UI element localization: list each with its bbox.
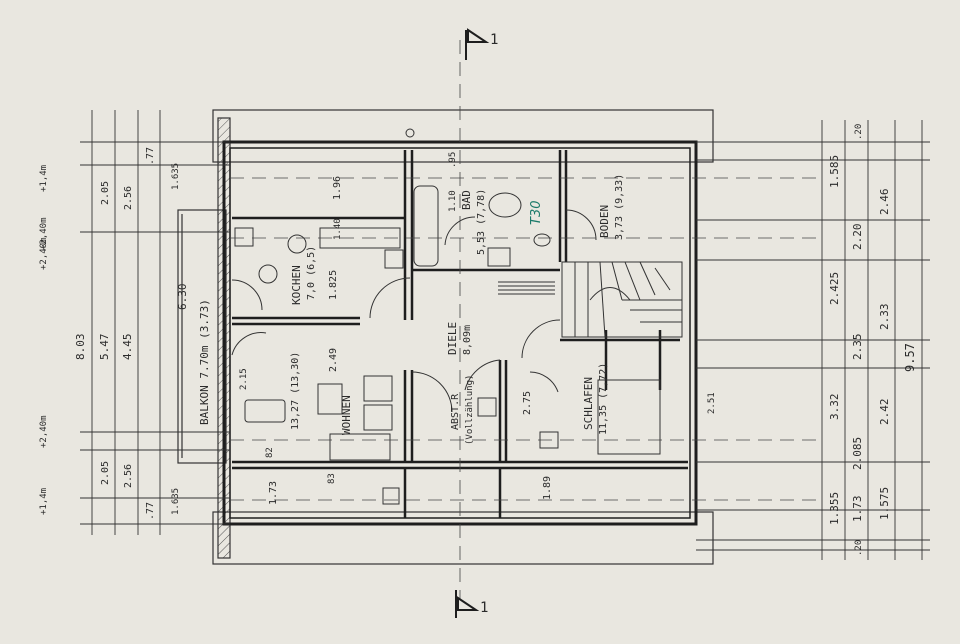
balcony: [177, 209, 227, 464]
dim-right-col3: 2.46: [878, 189, 891, 216]
staircase: [498, 261, 683, 338]
dimension-grid: [80, 110, 930, 560]
bathtub: [413, 185, 439, 267]
fixtures: [234, 128, 661, 505]
dim-left-small: .77: [145, 147, 156, 165]
room-area-diele: 8,09m: [462, 325, 473, 355]
wc-box: [487, 247, 511, 267]
armchair: [363, 404, 393, 431]
dim-right-total: 9.57: [903, 343, 917, 372]
fire-door-t30-label: T30: [529, 201, 544, 225]
roof-outline: [212, 109, 714, 565]
level-mark: +2,40m: [39, 217, 49, 250]
armchair: [317, 383, 343, 415]
dim-left-small: 2.56: [123, 464, 134, 488]
dim-right-col1: 2.425: [828, 272, 841, 305]
dim-internal: 1.40: [333, 218, 343, 240]
dim-right-col2: 2.35: [851, 334, 864, 361]
section-label-bottom: 1: [480, 600, 488, 616]
dim-right-col1: 1.355: [828, 492, 841, 525]
section-label-top: 1: [490, 32, 498, 48]
room-label-kochen: KOCHEN: [290, 265, 303, 305]
kitchen-sink: [258, 264, 278, 284]
dim-left-inner: 4.45: [121, 334, 134, 361]
dim-left-small: 2.05: [100, 181, 111, 205]
armchair: [363, 375, 393, 402]
dim-right-col2: .20: [854, 124, 864, 140]
dim-left-mid: 5.47: [98, 334, 111, 361]
dim-internal: 1.10: [448, 190, 458, 212]
dim-internal: 83: [327, 473, 337, 484]
dim-internal: .95: [448, 152, 458, 168]
dim-internal: 2.51: [707, 392, 717, 414]
dim-left-small: 2.56: [123, 186, 134, 210]
section-marker-bottom: [455, 590, 480, 618]
storage-box: [382, 487, 400, 505]
dim-left-small: 1.635: [171, 163, 181, 190]
dim-internal: 2.15: [239, 368, 249, 390]
room-label-boden: BODEN: [598, 205, 611, 238]
section-marker-top: [465, 28, 490, 60]
room-label-abst: ABST.R: [450, 393, 461, 430]
room-area-boden: 3,73 (9,33): [614, 174, 625, 240]
dim-right-col3: 2.42: [878, 399, 891, 426]
washer: [477, 397, 497, 417]
sofa: [329, 433, 391, 461]
dim-right-col2: 2.085: [851, 437, 864, 470]
level-mark: +1,4m: [39, 488, 49, 515]
bed: [597, 379, 661, 455]
dim-left-small: 1.635: [171, 488, 181, 515]
dim-right-col3: 1.575: [878, 487, 891, 520]
kitchen-cabinet: [234, 227, 254, 247]
room-label-diele: DIELE: [446, 322, 459, 355]
dim-right-col3: 2.33: [878, 304, 891, 331]
dim-right-col2: 2.20: [851, 224, 864, 251]
dim-internal: 1.73: [268, 481, 279, 505]
room-area-bad: 5,53 (7,78): [476, 189, 487, 255]
toilet: [533, 233, 551, 247]
side-table: [244, 399, 286, 423]
room-label-schlafen: SCHLAFEN: [582, 377, 595, 430]
sink: [488, 192, 522, 218]
door-swings: [231, 209, 597, 413]
room-label-bad: BAD: [460, 190, 473, 210]
dim-right-col1: 1.585: [828, 155, 841, 188]
dim-right-col1: 3.32: [828, 394, 841, 421]
dim-left-outer: 8.03: [74, 334, 87, 361]
level-mark: +1,4m: [39, 165, 49, 192]
stove-burner: [287, 234, 307, 254]
dim-internal: 82: [265, 447, 275, 458]
dim-internal: 1.825: [328, 270, 339, 300]
dim-internal: 2.49: [328, 348, 339, 372]
room-area-kochen: 7,0 (6,5): [306, 246, 317, 300]
room-label-balkon: BALKON 7.70m (3.73): [198, 299, 211, 425]
room-area-abst: (Vollzählung): [465, 375, 475, 445]
room-area-schlafen: 11,35 (7,72): [598, 363, 609, 435]
dim-right-col2: .20: [854, 540, 864, 556]
level-mark: +2,40m: [39, 237, 49, 270]
room-label-wohnen: WOHNEN: [340, 395, 353, 435]
dim-right-col2: 1.73: [851, 496, 864, 523]
dim-internal: 1.89: [542, 476, 553, 500]
chimney: [405, 128, 415, 138]
section-guides: [230, 40, 820, 600]
dim-left-outer: 6.30: [176, 284, 189, 311]
dim-internal: 1.96: [332, 176, 343, 200]
dim-left-small: 2.05: [100, 461, 111, 485]
fridge: [384, 249, 404, 269]
level-mark: +2,40m: [39, 415, 49, 448]
dim-internal: 2.75: [522, 391, 533, 415]
room-area-wohnen: 13,27 (13,30): [290, 352, 301, 430]
dim-left-small: .77: [145, 502, 156, 520]
interior-walls: [232, 150, 688, 518]
